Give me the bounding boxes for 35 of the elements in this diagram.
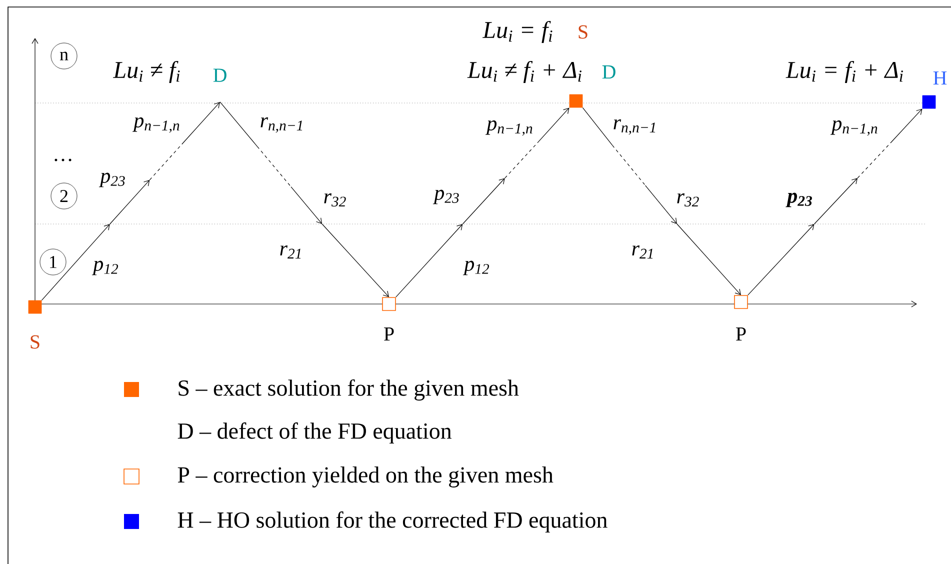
step-label: p$_{12}$ bbox=[92, 260, 118, 276]
solution-square bbox=[569, 94, 583, 108]
vertex-letter: S bbox=[578, 25, 588, 39]
solution-square bbox=[922, 95, 936, 109]
step-label: p$_{n−1,n}$ bbox=[830, 120, 878, 136]
arrow bbox=[748, 108, 922, 296]
arrow bbox=[220, 102, 389, 298]
vertex-letter: D bbox=[213, 68, 226, 82]
step-label: r$_{n,n−1}$ bbox=[260, 117, 302, 133]
vertex-letter: D bbox=[602, 65, 616, 79]
step-label: p$_{n−1,n}$ bbox=[485, 120, 532, 136]
arrow bbox=[396, 108, 570, 298]
arrow bbox=[41, 102, 220, 301]
step-label: p$_{n−1,n}$ bbox=[132, 117, 180, 133]
vertex-letter: S bbox=[30, 335, 40, 349]
step-label: r$_{21}$ bbox=[280, 245, 301, 258]
legend-text: P – correction yielded on the given mesh bbox=[178, 466, 554, 488]
solution-square bbox=[28, 300, 42, 314]
step-label: r$_{21}$ bbox=[632, 245, 653, 258]
step-label: r$_{32}$ bbox=[324, 193, 346, 207]
ellipsis-label: … bbox=[54, 158, 72, 162]
step-label: p$_{23}$ bbox=[432, 190, 459, 204]
arrow bbox=[582, 107, 741, 296]
correction-square bbox=[382, 297, 396, 311]
legend-text: H – HO solution for the corrected FD equation bbox=[178, 511, 608, 533]
step-label: p$_{23}$ bbox=[786, 192, 812, 208]
legend-text: D – defect of the FD equation bbox=[178, 422, 452, 444]
step-label: r$_{32}$ bbox=[677, 193, 699, 207]
vertex-letter: P bbox=[736, 327, 746, 341]
vertex-letter: H bbox=[933, 71, 947, 85]
equation-label: Lu$_{i}$ ≠ f$_{i}$ + Δ$_{i}$ bbox=[467, 61, 582, 83]
vertex-letter: P bbox=[384, 327, 394, 341]
correction-square bbox=[734, 295, 748, 309]
step-label: r$_{n,n−1}$ bbox=[614, 119, 656, 135]
legend-text: S – exact solution for the given mesh bbox=[178, 379, 519, 401]
